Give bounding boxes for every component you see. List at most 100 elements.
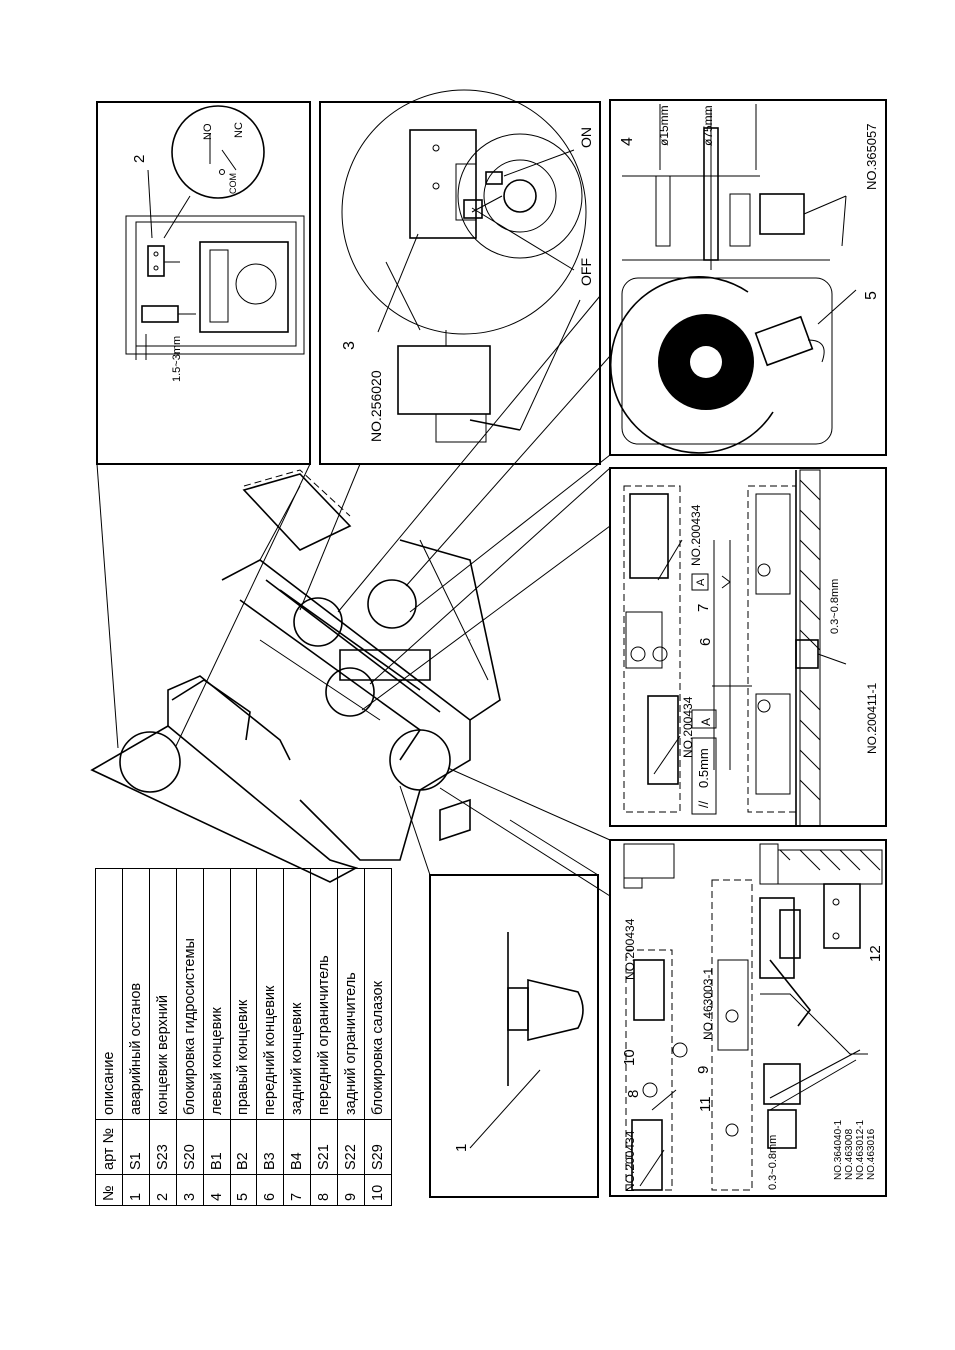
callout-circle-4 <box>367 579 417 629</box>
panel-upper-limit-switch <box>96 101 311 465</box>
parts-table: № арт № описание 1 S1 аварийный останов … <box>95 868 392 1206</box>
table-row: 3 S20 блокировка гидросистемы <box>176 868 204 1206</box>
cell-number: 9 <box>337 1174 365 1206</box>
label-part-200434-c: NO.200434 <box>623 918 637 980</box>
label-part-200434-d: NO.200434 <box>623 1130 637 1192</box>
grinding-machine-isometric <box>90 469 501 883</box>
cell-description: концевик верхний <box>149 868 177 1120</box>
label-part-12: 12 <box>867 945 884 962</box>
cell-number: 7 <box>283 1174 311 1206</box>
panel-hydraulic-interlock <box>319 101 601 465</box>
cell-part-code: S21 <box>310 1119 338 1175</box>
wheel-guard-drawing <box>609 104 857 454</box>
label-datum-a-2: A <box>695 578 707 586</box>
label-part-11: 11 <box>697 1096 714 1112</box>
label-part-365057: NO.365057 <box>864 124 879 191</box>
table-row: 9 S22 задний ограничитель <box>337 868 365 1206</box>
cell-part-code: S20 <box>176 1119 204 1175</box>
emergency-stop-drawing <box>469 932 584 1149</box>
hydraulic-interlock-drawing <box>341 89 587 443</box>
table-row: 2 S23 концевик верхний <box>149 868 177 1206</box>
label-part-200411: NO.200411-1 <box>865 683 879 754</box>
label-dia-75: ø75mm <box>701 105 715 146</box>
label-dia-15: ø15mm <box>657 105 671 146</box>
cell-number: 2 <box>149 1174 177 1206</box>
callout-circle-3 <box>293 597 343 647</box>
label-part-8: 8 <box>625 1090 642 1098</box>
label-part-200434-b: NO.200434 <box>681 696 695 758</box>
table-row: 4 B1 левый концевик <box>203 868 231 1206</box>
cell-description: правый концевик <box>230 868 257 1120</box>
label-gap-0-3-b: 0.3~0.8mm <box>767 1135 779 1190</box>
cell-number: 10 <box>364 1174 392 1206</box>
label-gap-1-5-3mm: 1.5~3mm <box>171 336 183 382</box>
label-part-2: 2 <box>131 155 148 163</box>
cell-number: 6 <box>256 1174 284 1206</box>
label-part-463016: NO.463016 <box>866 1128 877 1180</box>
cell-description: задний ограничитель <box>337 868 365 1120</box>
label-gap-0-3-a: 0.3~0.8mm <box>829 579 841 634</box>
callout-leaders <box>96 295 611 897</box>
label-switch-no: NO <box>202 123 214 140</box>
cell-description: задний концевик <box>283 868 311 1120</box>
label-part-7: 7 <box>695 604 712 612</box>
table-row: 1 S1 аварийный останов <box>122 868 150 1206</box>
table-row: 10 S29 блокировка салазок <box>364 868 392 1206</box>
label-switch-nc: NC <box>233 122 245 138</box>
label-off: OFF <box>578 258 594 286</box>
callout-circle-2 <box>119 731 181 793</box>
cell-description: аварийный останов <box>122 868 150 1120</box>
label-part-5: 5 <box>863 291 880 300</box>
cell-part-code: B1 <box>203 1119 231 1175</box>
cell-part-code: S1 <box>122 1119 150 1175</box>
callout-circle-6 <box>389 729 451 791</box>
label-datum-a: A <box>699 718 713 726</box>
table-header-row: № арт № описание <box>95 868 123 1206</box>
label-part-1: 1 <box>453 1144 470 1152</box>
cell-part-code: S22 <box>337 1119 365 1175</box>
label-part-6: 6 <box>697 638 714 646</box>
cell-number: 4 <box>203 1174 231 1206</box>
cell-description: блокировка салазок <box>364 868 392 1120</box>
upper-switch-drawing <box>125 105 305 360</box>
cell-number: 5 <box>230 1174 257 1206</box>
cell-number: 1 <box>122 1174 150 1206</box>
label-on: ON <box>578 127 594 148</box>
table-row: 7 B4 задний концевик <box>283 868 311 1206</box>
table-row: 6 B3 передний концевик <box>256 868 284 1206</box>
label-part-200434-a: NO.200434 <box>689 504 703 566</box>
label-part-256020: NO.256020 <box>368 370 384 442</box>
label-part-463012: NO.463012-1 <box>855 1120 866 1180</box>
cell-description: левый концевик <box>203 868 231 1120</box>
cross-switch-drawing <box>623 843 883 1191</box>
label-part-463008: NO.463008 <box>844 1128 855 1180</box>
table-row: 5 B2 правый концевик <box>230 868 257 1206</box>
label-part-364040: NO.364040-1 <box>833 1120 844 1180</box>
cell-part-code: B3 <box>256 1119 284 1175</box>
label-part-463003: NO.463003-1 <box>701 968 715 1040</box>
label-switch-com: COM <box>228 173 238 194</box>
label-part-10: 10 <box>621 1049 638 1066</box>
label-part-3: 3 <box>341 341 358 350</box>
cell-part-code: B2 <box>230 1119 257 1175</box>
table-switch-drawing <box>623 469 847 827</box>
header-description: описание <box>95 868 123 1120</box>
table-row: 8 S21 передний ограничитель <box>310 868 338 1206</box>
header-number: № <box>95 1174 123 1206</box>
label-part-9: 9 <box>695 1066 712 1074</box>
label-part-4: 4 <box>619 137 636 146</box>
parts-table-container: № арт № описание 1 S1 аварийный останов … <box>95 868 392 1206</box>
cell-description: блокировка гидросистемы <box>176 868 204 1120</box>
header-part-code: арт № <box>95 1119 123 1175</box>
callout-circle-5 <box>325 667 375 717</box>
label-flatness-symbol: // <box>696 800 711 808</box>
cell-part-code: S23 <box>149 1119 177 1175</box>
label-tolerance-value: 0.5mm <box>696 748 711 788</box>
cell-part-code: S29 <box>364 1119 392 1175</box>
cell-description: передний концевик <box>256 868 284 1120</box>
cell-description: передний ограничитель <box>310 868 338 1120</box>
cell-number: 3 <box>176 1174 204 1206</box>
cell-number: 8 <box>310 1174 338 1206</box>
panel-emergency-stop <box>429 874 599 1198</box>
